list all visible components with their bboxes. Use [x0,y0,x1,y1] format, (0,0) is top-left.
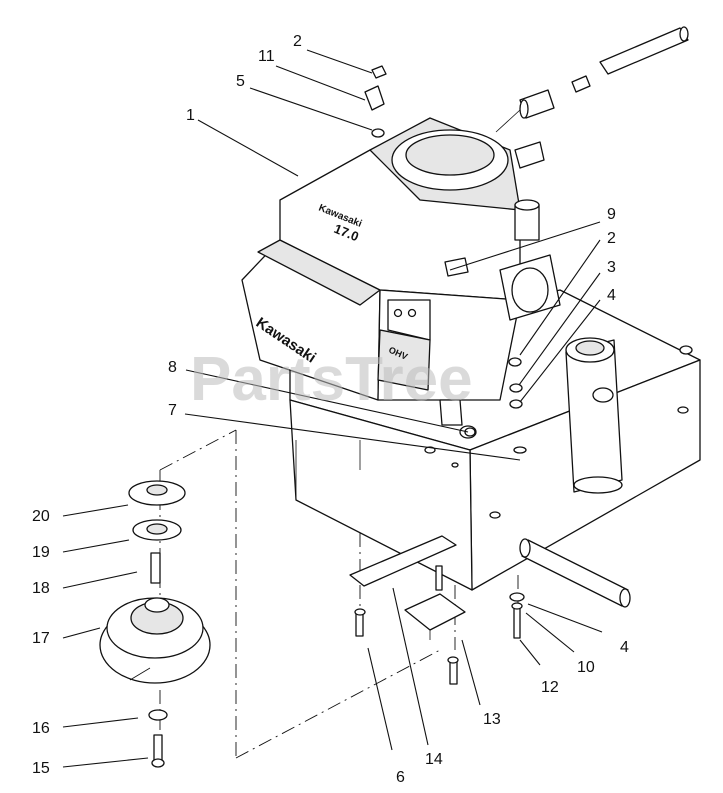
callout-6: 6 [396,769,405,786]
leader-lines [62,49,603,768]
mount-brackets [349,535,466,685]
callout-11: 11 [258,48,275,65]
callout-15: 15 [32,760,50,777]
muffler [565,337,623,494]
callout-12: 12 [541,679,559,696]
callout-20: 20 [32,508,50,525]
callout-7: 7 [168,402,177,419]
callout-2: 2 [293,33,302,50]
watermark: PartsTree [190,345,473,414]
callout-2b: 2 [607,230,616,247]
callout-4: 4 [607,287,616,304]
callout-9: 9 [607,206,616,223]
callout-3: 3 [607,259,616,276]
callout-8: 8 [168,359,177,376]
callout-16: 16 [32,720,50,737]
engine-hardware [364,65,525,639]
engine: Kawasaki Kawasaki 17.0 OHV [241,117,561,426]
callout-5: 5 [236,73,245,90]
fuel-line-assembly [495,26,689,133]
callout-labels: 1 2 11 5 9 2 3 4 8 7 20 19 18 17 16 15 6… [32,33,629,786]
axle-rod [519,538,631,608]
callout-13: 13 [483,711,501,728]
callout-14: 14 [425,751,443,768]
callout-18: 18 [32,580,50,597]
callout-4b: 4 [620,639,629,656]
clutch-assembly [99,480,211,768]
callout-10: 10 [577,659,595,676]
callout-17: 17 [32,630,50,647]
callout-1: 1 [186,107,195,124]
callout-19: 19 [32,544,50,561]
